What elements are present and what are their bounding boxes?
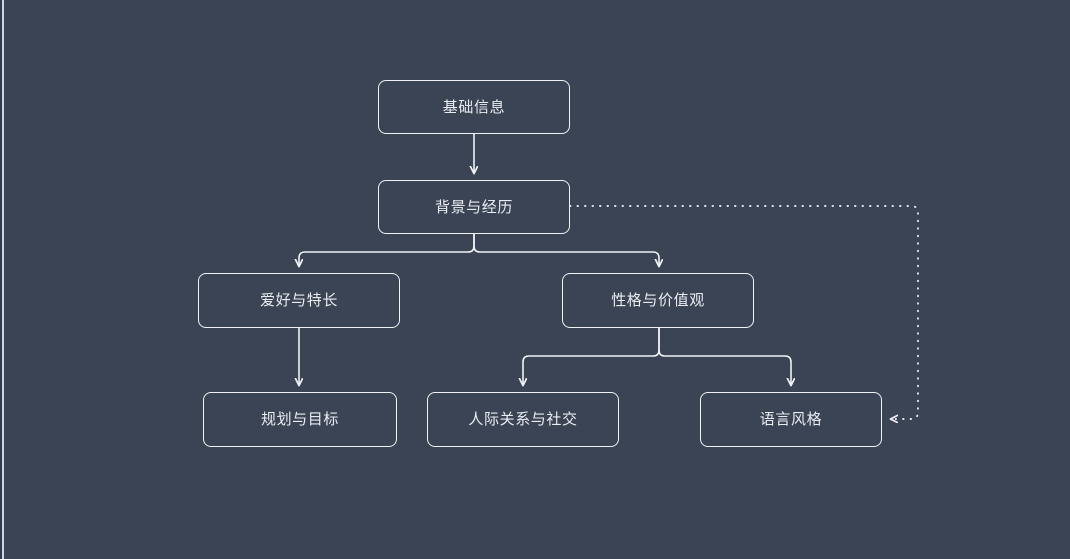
left-panel-highlight [2,0,4,559]
node-language-style[interactable]: 语言风格 [700,392,882,447]
node-label-relationships: 人际关系与社交 [468,410,578,428]
node-label-basic-info: 基础信息 [442,97,506,116]
node-personality[interactable]: 性格与价值观 [562,273,754,328]
edge-background-to-personality [473,233,659,266]
node-hobbies[interactable]: 爱好与特长 [198,273,400,328]
node-relationships[interactable]: 人际关系与社交 [427,392,619,447]
node-label-hobbies: 爱好与特长 [259,291,338,309]
left-panel-edge [0,0,2,559]
node-basic-info[interactable]: 基础信息 [378,80,570,134]
edge-background-to-hobbies [299,233,475,266]
node-plans-goals[interactable]: 规划与目标 [203,392,397,447]
node-label-plans-goals: 规划与目标 [260,410,339,428]
edge-personality-to-language-style [658,327,791,385]
node-label-background: 背景与经历 [434,197,513,216]
node-label-personality: 性格与价值观 [611,291,705,309]
node-background[interactable]: 背景与经历 [378,180,570,234]
node-label-language-style: 语言风格 [759,410,823,428]
edge-personality-to-relationships [523,327,660,385]
